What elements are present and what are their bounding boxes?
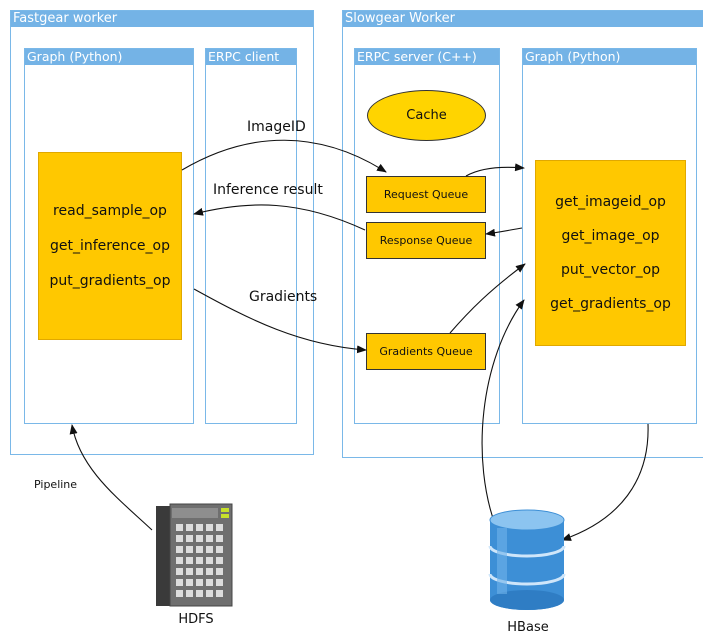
label-pipeline: Pipeline (34, 478, 78, 491)
op-put-gradients: put_gradients_op (49, 273, 171, 289)
response-queue: Response Queue (366, 222, 486, 259)
slowgear-worker: Slowgear Worker (342, 10, 703, 458)
arrow-inference-result (193, 204, 366, 231)
arrow-hbase-to-graph (481, 299, 525, 531)
database-icon (488, 509, 566, 610)
arrow-imageid (181, 139, 387, 173)
arrow-gradients-queue-to-graph (449, 263, 526, 334)
op-put-vector: put_vector_op (560, 262, 661, 278)
hdfs-label: HDFS (178, 612, 214, 627)
op-get-imageid: get_imageid_op (555, 194, 666, 210)
fastgear-ops-box: read_sample_op get_inference_op put_grad… (38, 152, 182, 340)
server-tower-icon (156, 503, 233, 607)
erpc-client-title: ERPC client (206, 49, 296, 65)
fastgear-worker-title: Fastgear worker (11, 11, 313, 27)
label-gradients: Gradients (249, 289, 318, 305)
request-queue: Request Queue (366, 176, 486, 213)
op-read-sample: read_sample_op (53, 203, 167, 219)
op-get-inference: get_inference_op (50, 238, 170, 254)
cache-node: Cache (367, 90, 486, 141)
arrow-graph-to-response (485, 227, 523, 237)
label-inference-result: Inference result (213, 182, 323, 198)
erpc-client-panel: ERPC client (205, 48, 297, 424)
slowgear-graph-title: Graph (Python) (523, 49, 696, 65)
arrow-gradients (193, 288, 367, 354)
erpc-server-title: ERPC server (C++) (355, 49, 499, 65)
label-imageid: ImageID (247, 119, 306, 135)
slowgear-worker-title: Slowgear Worker (343, 11, 703, 27)
hbase-label: HBase (507, 620, 549, 635)
slowgear-ops-box: get_imageid_op get_image_op put_vector_o… (535, 160, 686, 346)
fastgear-graph-title: Graph (Python) (25, 49, 193, 65)
arrow-graph-to-hbase (561, 423, 649, 541)
arrow-request-to-graph (465, 163, 525, 177)
op-get-gradients: get_gradients_op (550, 296, 671, 312)
arrow-pipeline (69, 424, 153, 531)
gradients-queue: Gradients Queue (366, 333, 486, 370)
fastgear-worker: Fastgear worker (10, 10, 314, 455)
op-get-image: get_image_op (561, 228, 660, 244)
